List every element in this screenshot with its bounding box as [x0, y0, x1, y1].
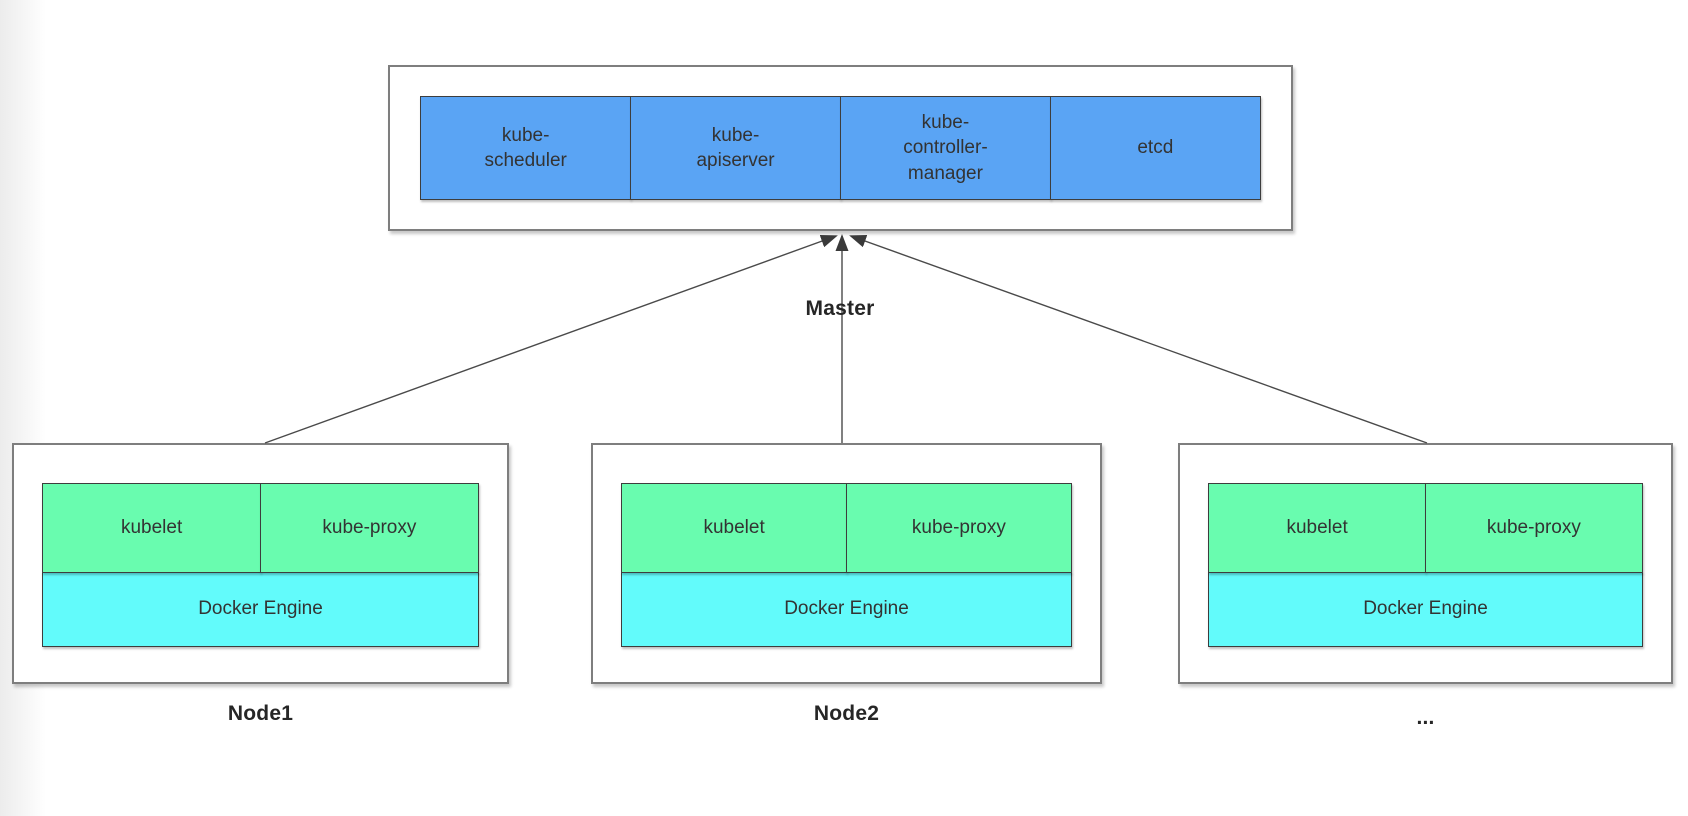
component-etcd: etcd: [1049, 96, 1261, 200]
node2-kube-proxy: kube-proxy: [845, 483, 1072, 573]
master-components-row: kube- scheduler kube- apiserver kube- co…: [420, 96, 1261, 200]
component-kube-scheduler: kube- scheduler: [420, 96, 632, 200]
node3-ellipsis-label: ...: [1416, 706, 1435, 729]
left-edge-gradient: [0, 0, 46, 816]
edge-node3-to-master: [849, 234, 1428, 444]
node2-container: kubelet kube-proxy Docker Engine: [591, 443, 1102, 684]
component-kube-apiserver: kube- apiserver: [629, 96, 842, 200]
node1-kube-proxy: kube-proxy: [259, 483, 479, 573]
node3-kube-proxy: kube-proxy: [1424, 483, 1643, 573]
node2-docker-engine: Docker Engine: [621, 571, 1072, 647]
component-kube-controller-manager: kube- controller- manager: [839, 96, 1052, 200]
node3-kubelet: kubelet: [1208, 483, 1427, 573]
node2-label: Node2: [813, 702, 880, 725]
node1-agents-row: kubelet kube-proxy: [42, 483, 479, 573]
node2-kubelet: kubelet: [621, 483, 848, 573]
node3-agents-row: kubelet kube-proxy: [1208, 483, 1643, 573]
node3-docker-engine: Docker Engine: [1208, 571, 1643, 647]
node3-container: kubelet kube-proxy Docker Engine: [1178, 443, 1673, 684]
node1-label: Node1: [227, 702, 294, 725]
node1-container: kubelet kube-proxy Docker Engine: [12, 443, 509, 684]
master-label: Master: [805, 297, 875, 320]
edge-node1-to-master: [264, 235, 838, 444]
master-container: kube- scheduler kube- apiserver kube- co…: [388, 65, 1293, 231]
node1-docker-engine: Docker Engine: [42, 571, 479, 647]
node1-kubelet: kubelet: [42, 483, 262, 573]
node2-agents-row: kubelet kube-proxy: [621, 483, 1072, 573]
